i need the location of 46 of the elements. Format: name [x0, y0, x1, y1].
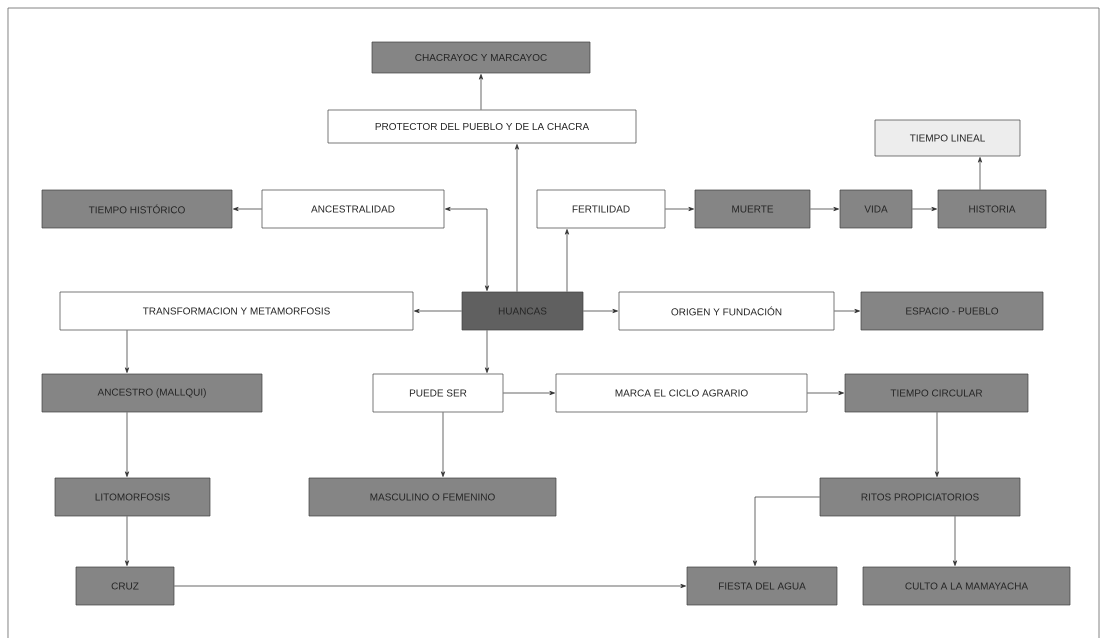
arrow	[834, 308, 860, 314]
arrow	[233, 206, 262, 212]
concept-box: ANCESTRO (MALLQUI)	[41, 373, 263, 413]
arrow	[583, 308, 618, 314]
concept-box: PROTECTOR DEL PUEBLO Y DE LA CHACRA	[327, 109, 637, 144]
concept-box: TIEMPO CIRCULAR	[844, 373, 1029, 413]
concept-box: CRUZ	[75, 566, 175, 606]
concept-box: MARCA EL CICLO AGRARIO	[555, 373, 808, 413]
arrow	[445, 206, 490, 291]
arrow	[124, 412, 130, 477]
arrow	[484, 330, 490, 373]
concept-box: PUEDE SER	[372, 373, 504, 413]
arrow	[124, 516, 130, 566]
concept-box: VIDA	[839, 189, 913, 229]
concept-box: TIEMPO LINEAL	[874, 119, 1021, 157]
concept-box: TRANSFORMACION Y METAMORFOSIS	[59, 291, 414, 331]
concept-box: ORIGEN Y FUNDACIÓN	[618, 291, 835, 331]
concept-box: TIEMPO HISTÓRICO	[41, 189, 233, 229]
arrow	[810, 206, 839, 212]
concept-box: HISTORIA	[937, 189, 1047, 229]
central-box: HUANCAS	[461, 291, 584, 331]
concept-box: FERTILIDAD	[536, 189, 666, 229]
arrow	[564, 229, 570, 292]
arrow	[665, 206, 694, 212]
arrow	[440, 412, 446, 477]
concept-box: MUERTE	[694, 189, 811, 229]
arrow	[478, 74, 484, 110]
arrow	[414, 308, 462, 314]
arrow	[514, 144, 520, 292]
concept-box: ANCESTRALIDAD	[261, 189, 445, 229]
arrow	[807, 390, 844, 396]
concept-box: LITOMORFOSIS	[54, 477, 211, 517]
arrow	[752, 496, 820, 566]
arrow	[124, 330, 130, 373]
arrow	[977, 157, 983, 190]
concept-box: CULTO A LA MAMAYACHA	[862, 566, 1071, 606]
arrow	[503, 390, 555, 396]
concept-box: ESPACIO - PUEBLO	[860, 291, 1044, 331]
concept-box: FIESTA DEL AGUA	[686, 566, 838, 606]
concept-box: MASCULINO O FEMENINO	[308, 477, 557, 517]
arrow	[174, 583, 686, 589]
arrow	[934, 412, 940, 477]
concept-box: RITOS PROPICIATORIOS	[819, 477, 1021, 517]
arrow	[912, 206, 937, 212]
concept-box: CHACRAYOC Y MARCAYOC	[371, 41, 591, 74]
arrow	[952, 516, 958, 566]
